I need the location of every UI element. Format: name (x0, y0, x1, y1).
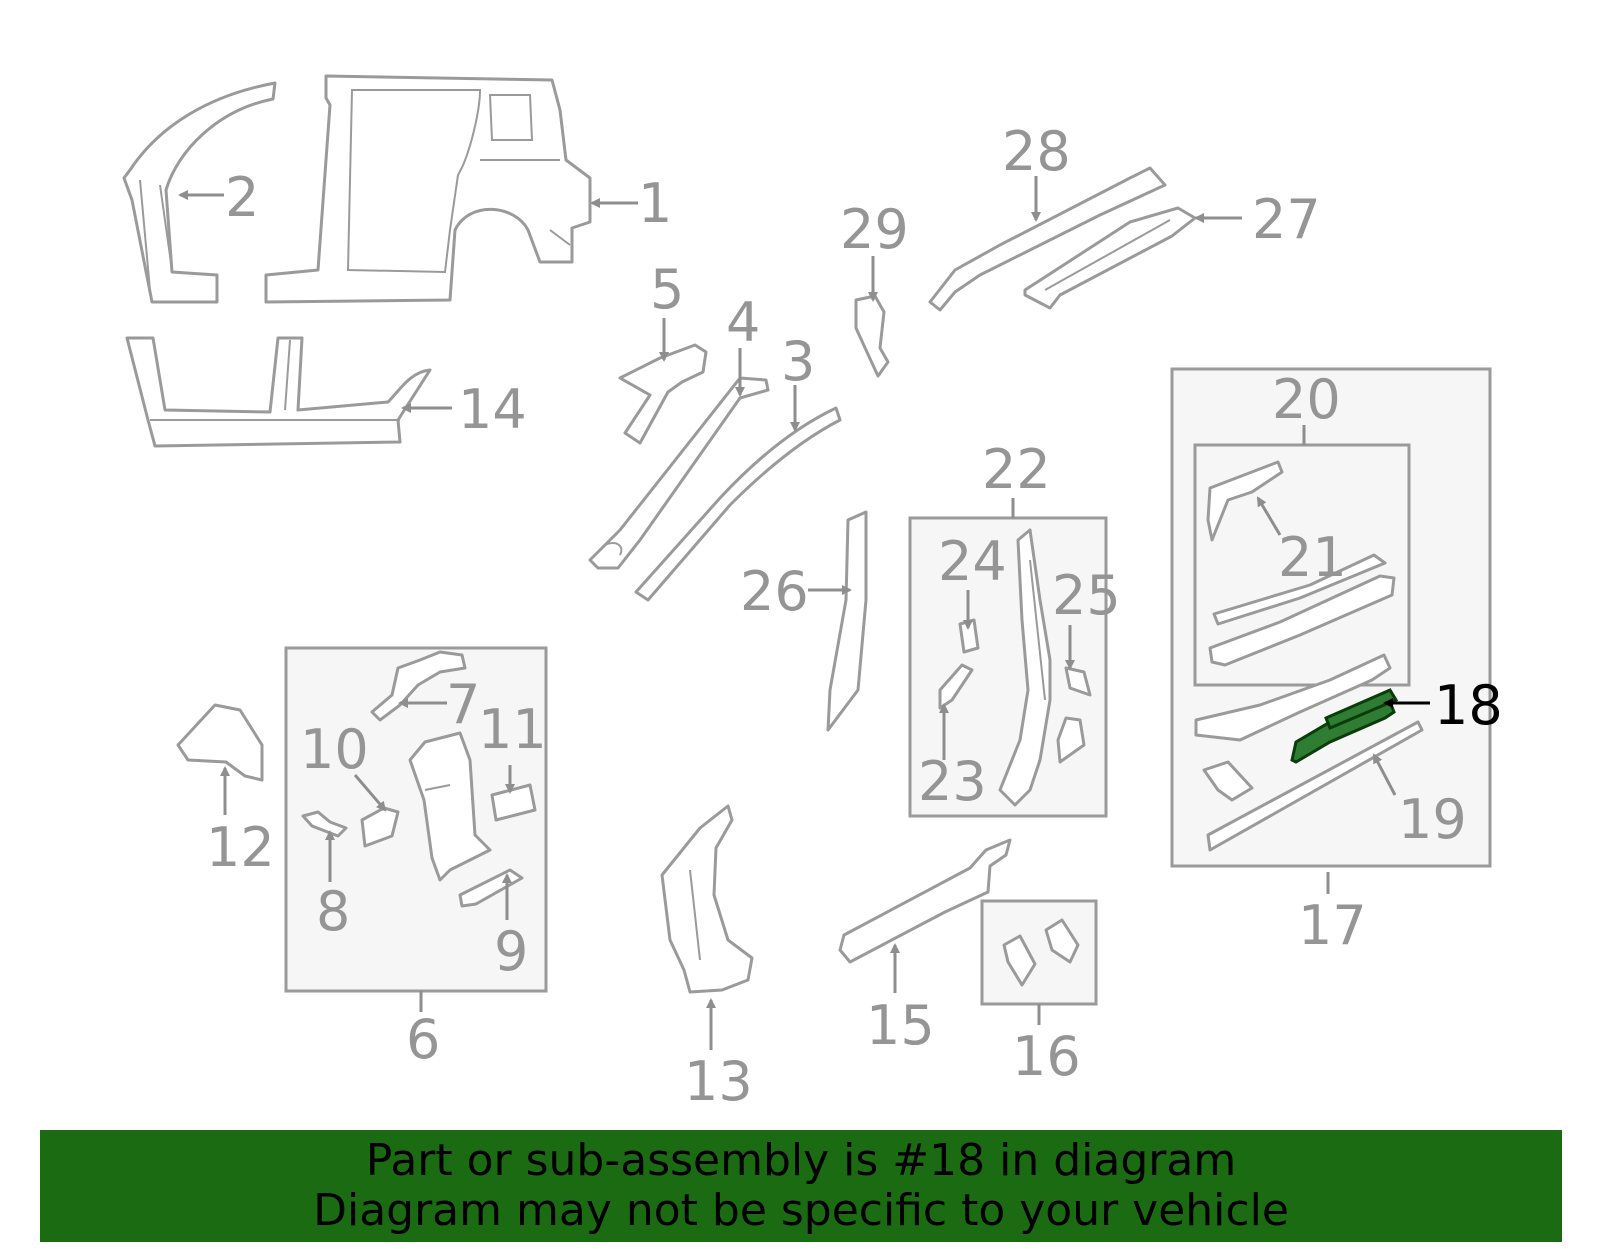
label-18: 18 (1434, 674, 1503, 737)
label-7: 7 (446, 673, 480, 736)
part-26-pillar[interactable] (826, 510, 868, 732)
part-22-b-pillar[interactable] (998, 528, 1052, 807)
part-28-roof-bow[interactable] (928, 166, 1167, 312)
label-1: 1 (638, 172, 672, 235)
info-banner: Part or sub-assembly is #18 in diagram D… (40, 1130, 1562, 1242)
part-12-bracket[interactable] (176, 703, 264, 782)
part-5-bracket[interactable] (618, 343, 708, 445)
part-1-body-side-outer[interactable] (264, 74, 592, 304)
part-14-rocker-outer[interactable] (125, 336, 432, 448)
label-25: 25 (1052, 564, 1121, 627)
group-box-16 (980, 899, 1098, 1006)
part-2-front-aperture[interactable] (122, 81, 277, 304)
label-21: 21 (1278, 526, 1347, 589)
label-27: 27 (1252, 188, 1321, 251)
part-25-bracket[interactable] (1064, 666, 1092, 697)
label-2: 2 (225, 166, 259, 229)
label-28: 28 (1002, 120, 1071, 183)
label-10: 10 (300, 718, 369, 781)
part-20-rails[interactable] (1208, 553, 1396, 667)
part-8-clip[interactable] (301, 810, 348, 838)
label-16: 16 (1012, 1025, 1081, 1088)
part-17-rail-upper[interactable] (1194, 653, 1392, 742)
part-27-roof-bow[interactable] (1023, 206, 1197, 310)
label-13: 13 (684, 1050, 753, 1113)
part-11-bracket[interactable] (490, 783, 537, 822)
part-15-rocker-inner[interactable] (838, 838, 1012, 964)
label-15: 15 (866, 994, 935, 1057)
label-4: 4 (726, 291, 760, 354)
part-29-reinforcement[interactable] (854, 294, 890, 378)
label-19: 19 (1398, 788, 1467, 851)
part-17-bracket[interactable] (1202, 760, 1254, 802)
label-29: 29 (840, 198, 909, 261)
label-22: 22 (982, 438, 1051, 501)
label-5: 5 (650, 258, 684, 321)
banner-line-1: Part or sub-assembly is #18 in diagram (365, 1135, 1237, 1186)
label-8: 8 (316, 880, 350, 943)
part-16-brackets[interactable] (1002, 918, 1080, 987)
label-20: 20 (1272, 368, 1341, 431)
label-23: 23 (918, 750, 987, 813)
leader-lines (178, 176, 1430, 1050)
part-22-bracket-lower[interactable] (1056, 716, 1086, 764)
part-7-harness[interactable] (370, 650, 467, 722)
label-12: 12 (206, 816, 275, 879)
part-4-a-pillar-inner[interactable] (588, 376, 770, 570)
label-26: 26 (740, 560, 809, 623)
part-6-b-pillar-lower[interactable] (408, 731, 492, 882)
label-6: 6 (406, 1008, 440, 1071)
banner-line-2: Diagram may not be specific to your vehi… (313, 1185, 1289, 1236)
callout-labels: 1 2 3 4 5 6 7 8 9 10 11 12 13 14 15 16 1… (206, 120, 1503, 1113)
label-11: 11 (478, 698, 547, 761)
part-13-b-pillar-inner[interactable] (660, 804, 754, 994)
label-24: 24 (938, 530, 1007, 593)
label-9: 9 (494, 920, 528, 983)
label-17: 17 (1298, 894, 1367, 957)
label-14: 14 (458, 378, 527, 441)
part-3-roof-rail[interactable] (634, 406, 842, 602)
part-19-sill[interactable] (1206, 720, 1424, 852)
part-21-rail[interactable] (1206, 460, 1284, 542)
part-18-highlighted[interactable] (1290, 688, 1399, 764)
label-3: 3 (781, 330, 815, 393)
